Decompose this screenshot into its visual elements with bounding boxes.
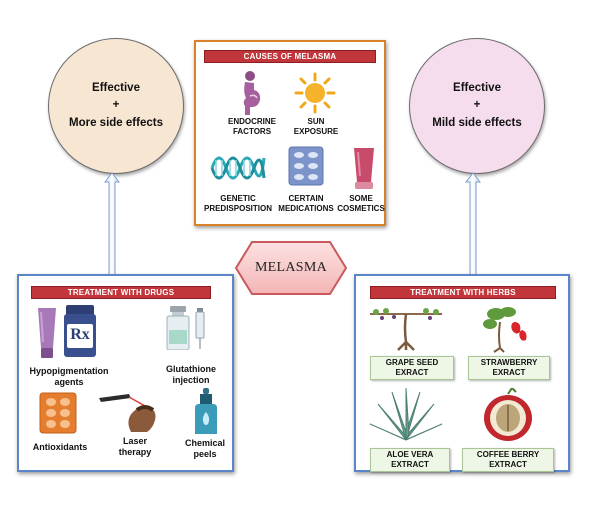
herb-card-strawberry: STRAWBERRY EXRACT: [468, 356, 550, 380]
left-outcome-circle: Effective + More side effects: [48, 38, 184, 174]
left-outcome-line1: Effective: [92, 82, 140, 95]
drug-label-laser: Laser therapy: [107, 436, 163, 458]
dropper-bottle-icon: [193, 388, 219, 436]
right-outcome-line3: Mild side effects: [432, 116, 522, 129]
rx-bottle-icon: Rx: [63, 304, 97, 358]
left-outcome-line3: More side effects: [69, 116, 163, 129]
cause-sun-line1: SUN: [307, 117, 325, 126]
herb-card-aloe: ALOE VERA EXTRACT: [370, 448, 450, 472]
herbs-banner: TREATMENT WITH HERBS: [370, 286, 556, 299]
drug-chem-line1: Chemical: [184, 438, 226, 448]
drug-antiox-line1: Antioxidants: [32, 442, 88, 452]
right-outcome-line1: Effective: [453, 82, 501, 95]
cause-medications-line2: MEDICATIONS: [278, 204, 334, 213]
melasma-hexagon: [234, 241, 348, 295]
herbs-panel: TREATMENT WITH HERBS GRAPE SEED EXRACT S…: [354, 274, 570, 472]
cause-cosmetics-line1: SOME: [349, 194, 373, 203]
cause-endocrine-line2: FACTORS: [232, 127, 272, 136]
herb-coffee-line2: EXTRACT: [489, 460, 527, 469]
drug-hypo-line2: agents: [54, 377, 84, 387]
right-outcome-line2: +: [473, 99, 481, 112]
cause-medications-line1: CERTAIN: [288, 194, 324, 203]
rx-text: Rx: [70, 326, 90, 343]
cause-label-endocrine: ENDOCRINE FACTORS: [212, 117, 292, 137]
drug-glut-line1: Glutathione: [166, 364, 216, 374]
left-up-arrow: [104, 172, 120, 276]
cause-genetic-line2: PREDISPOSITION: [203, 204, 272, 213]
cause-label-medications: CERTAIN MEDICATIONS: [276, 194, 336, 214]
causes-banner: CAUSES OF MELASMA: [204, 50, 376, 63]
cause-label-sun: SUN EXPOSURE: [288, 117, 344, 137]
herb-straw-line2: EXRACT: [492, 368, 526, 377]
sun-icon: [294, 72, 336, 114]
drug-laser-line2: therapy: [118, 447, 152, 457]
cause-sun-line2: EXPOSURE: [293, 127, 339, 136]
pill-pack-icon: [39, 392, 77, 434]
grape-vine-icon: [368, 306, 444, 352]
cause-endocrine-line1: ENDOCRINE: [227, 117, 276, 126]
strawberry-plant-icon: [474, 304, 534, 354]
drug-label-hypopigmentation: Hypopigmentation agents: [21, 366, 117, 388]
drug-hypo-line1: Hypopigmentation: [29, 366, 109, 376]
herb-card-coffee: COFFEE BERRY EXTRACT: [462, 448, 554, 472]
right-outcome-circle: Effective + Mild side effects: [409, 38, 545, 174]
herb-coffee-line1: COFFEE BERRY: [476, 450, 540, 459]
melasma-label: MELASMA: [254, 260, 328, 275]
drugs-banner: TREATMENT WITH DRUGS: [31, 286, 211, 299]
drug-label-antioxidants: Antioxidants: [25, 442, 95, 453]
drug-label-glutathione: Glutathione injection: [155, 364, 227, 386]
cause-label-genetic: GENETIC PREDISPOSITION: [198, 194, 278, 214]
vial-syringe-icon: [165, 306, 211, 350]
herb-card-grape: GRAPE SEED EXRACT: [370, 356, 454, 380]
drug-laser-line1: Laser: [122, 436, 148, 446]
herb-grape-line1: GRAPE SEED: [385, 358, 439, 367]
coffee-berry-icon: [482, 388, 534, 442]
herb-grape-line2: EXRACT: [395, 368, 429, 377]
aloe-vera-icon: [368, 388, 444, 442]
drugs-panel: TREATMENT WITH DRUGS Rx Hypopigmentation…: [17, 274, 234, 472]
cause-cosmetics-line2: COSMETICS: [337, 204, 385, 213]
cosmetic-tube-icon: [352, 146, 376, 190]
herb-straw-line1: STRAWBERRY: [480, 358, 538, 367]
drug-glut-line2: injection: [172, 375, 210, 385]
cream-tube-icon: [35, 306, 59, 360]
pregnant-woman-icon: [236, 70, 266, 116]
drug-chem-line2: peels: [193, 449, 217, 459]
herb-aloe-line1: ALOE VERA: [386, 450, 434, 459]
laser-face-icon: [97, 392, 159, 432]
drug-label-chemical: Chemical peels: [177, 438, 233, 460]
cause-genetic-line1: GENETIC: [220, 194, 256, 203]
right-up-arrow: [465, 172, 481, 276]
dna-icon: [210, 146, 266, 190]
cause-label-cosmetics: SOME COSMETICS: [336, 194, 386, 214]
causes-panel: CAUSES OF MELASMA ENDOCRINE FACTORS SUN …: [194, 40, 386, 226]
herb-aloe-line2: EXTRACT: [391, 460, 429, 469]
pill-blister-icon: [288, 146, 324, 186]
left-outcome-line2: +: [112, 99, 120, 112]
